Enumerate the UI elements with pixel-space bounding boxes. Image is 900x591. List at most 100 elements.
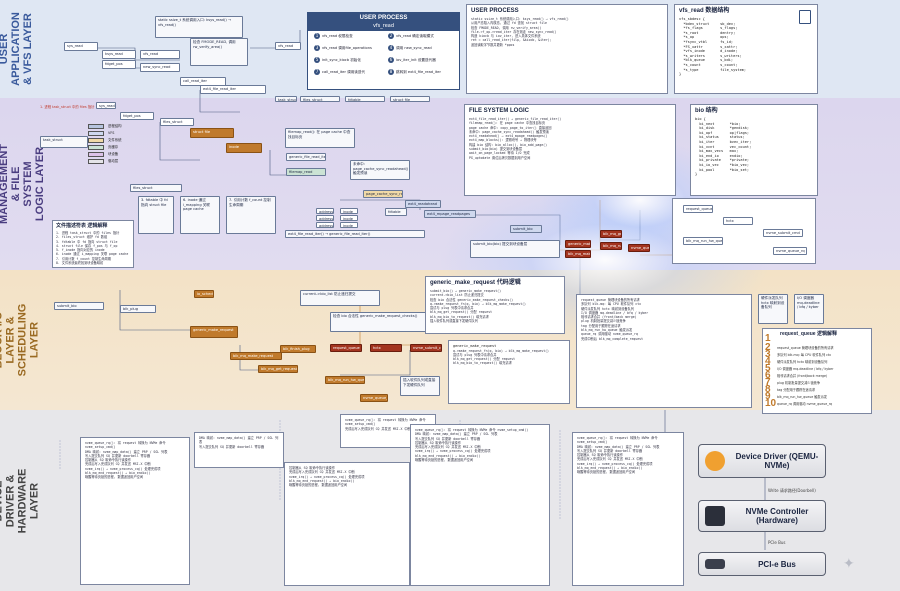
pcie-slot-icon: [705, 559, 725, 569]
note-box: filemap_read(): 在 page cache 中查找目标页: [285, 128, 355, 148]
logic-line: filemap_read(): 在 page cache 中查找目标页: [469, 121, 546, 126]
flow-node: inode: [340, 208, 358, 214]
dev-line: 控制器从 SQ 取命令执行读操作: [577, 453, 623, 458]
flow-node: submit_bio: [54, 302, 104, 310]
code-line: bi_vcnt vec_count;: [695, 144, 752, 149]
queue-line: 多队列 blk-mq: 每 CPU 软件队列 ctx: [581, 302, 642, 307]
legend-swatch: [88, 159, 104, 164]
gsr-line: submit_bio() → generic_make_request(): [430, 289, 502, 293]
panel-title: request_queue 逻辑解释: [780, 331, 837, 337]
queue-line: 相邻请求合并 (front/back merge): [581, 315, 637, 320]
dev-line: 完成后写入完成队列 CQ 并发送 MSI-X 中断: [415, 445, 481, 450]
generic-make-request-panel: generic_make_request 代码逻辑 submit_bio() →…: [425, 276, 565, 334]
desc-line: 3. fdtable 中 fd 指向 struct file: [56, 239, 118, 244]
qemu-icon: [705, 451, 725, 471]
dev-line: 唤醒等待页锁的进程, 数据返回用户空间: [577, 470, 636, 475]
dev-line: nvme_queue_rq(): 将 request 转换为 NVMe 命令 n…: [345, 418, 428, 427]
flow-node: blk_mq_run_hw_queue: [325, 376, 365, 384]
queue-line: tag 分配用于跟踪在途请求: [581, 323, 621, 328]
legend-label: 页缓存: [108, 145, 119, 149]
dev-line: 唤醒等待页锁的进程, 数据返回用户空间: [289, 483, 348, 488]
dev-line: nvme_irq() → nvme_process_cq() 处理完成项: [85, 466, 161, 471]
queue-line: queue_rq 调用驱动 nvme_queue_rq: [581, 332, 638, 337]
desc-line: 4. struct file 保存 f_pos 与 f_op: [56, 243, 118, 248]
panel-title: FILE SYSTEM LOGIC: [469, 108, 530, 114]
pcie-bus-box: PCI-e Bus: [698, 552, 826, 576]
flow-node: inode: [226, 143, 262, 153]
flow-node: blk_mq_make_request: [230, 352, 282, 360]
logic-line: submit_bio(bio) 提交到块设备层: [469, 147, 523, 152]
code-line: bi_private *private;: [695, 158, 750, 163]
queue-line: blk_mq_run_hw_queue 触发派发: [581, 328, 633, 333]
flow-node: blk_mq_make_request: [565, 250, 591, 258]
flow-node: hctx: [370, 344, 402, 352]
flow-node: new_sync_read: [140, 63, 180, 72]
dev-line: blk_mq_end_request() → bio_endio(): [289, 478, 355, 483]
driver-notes-panel: nvme_queue_rq(): 将 request 转换为 NVMe 命令 n…: [572, 432, 684, 586]
desc-line: 6. inode 通过 i_mapping 关联 page cache: [56, 252, 129, 257]
note-box: submit_bio(bio) 提交到块设备层: [470, 240, 560, 258]
flow-node: ext4_readahead: [405, 200, 441, 208]
logic-line: wait_on_page_locked 等待 I/O 完成: [469, 151, 530, 156]
flow-node: generic_make_request: [190, 326, 238, 338]
queue-line: plug 机制批量提交减少锁竞争: [581, 319, 626, 324]
note-box: 插入软件队列或直接下发硬件队列: [400, 376, 440, 396]
note-box: 7. 引用计数 f_count 控制生命周期: [226, 196, 276, 234]
flow-node: blk_mq_run_hw_queue: [683, 237, 723, 245]
flow-node: vfs_read: [140, 50, 180, 59]
code-line: }: [679, 72, 682, 77]
dev-line: 控制器从 SQ 取命令执行读操作: [85, 458, 131, 463]
legend-swatch: [88, 138, 104, 143]
flow-node: fdget_pos: [120, 112, 154, 120]
note-box: current->bio_list 防止递归提交: [300, 290, 380, 306]
bus-label: Write 请求路径(Doorbell): [768, 488, 816, 493]
code-line: *s_root dentry;: [679, 30, 736, 35]
dev-line: nvme_queue_rq(): 将 request 转换为 NVMe 命令 n…: [85, 441, 168, 450]
code-line: *FS_xattr s_xattr;: [679, 44, 738, 49]
desc-line: 2. files_struct 维护 fd 数组: [56, 235, 108, 240]
blk-mq-notes-panel: request_queue 管理块设备的所有请求 多队列 blk-mq: 每 C…: [576, 294, 752, 408]
code-line: bi_end_io endio;: [695, 153, 743, 158]
gsr-line: 尝试与 plug 列表中请求合并: [430, 306, 474, 311]
flow-node: struct file: [190, 128, 234, 138]
driver-notes-panel: nvme_queue_rq(): 将 request 转换为 NVMe 命令 n…: [80, 437, 190, 585]
note-line: 检查 FMODE_READ, 调用 rw_verify_area(): [471, 25, 542, 30]
flow-node: filemap_read: [286, 168, 326, 176]
flow-node: fdtable: [345, 96, 385, 102]
dev-line: 写入提交队列 SQ 并更新 doorbell 寄存器: [577, 448, 643, 453]
dev-line: 控制器从 SQ 取命令执行读操作: [289, 466, 335, 470]
bus-label: PCIe Bus: [768, 540, 786, 545]
legend-swatch: [88, 145, 104, 150]
request-queue-panel: request_queue 逻辑解释: [762, 328, 872, 414]
logic-line: page cache 命中: copy_page_to_iter() 直接返回: [469, 125, 552, 130]
chip-icon: [705, 506, 725, 526]
code-line: bio {: [695, 117, 706, 121]
flow-node: request_queue: [683, 205, 713, 213]
flow-node: page_cache_sync_ra: [363, 190, 403, 198]
code-line: blk_mq_bio_to_request() 填充请求: [453, 361, 512, 366]
code-line: bi_max_vecs max;: [695, 149, 739, 154]
dev-line: 唤醒等待页锁的进程, 数据返回用户空间: [85, 475, 144, 480]
legend-swatch: [88, 131, 104, 136]
code-line: *s_count s_count;: [679, 62, 738, 67]
user-process-title: USER PROCESS: [308, 13, 459, 23]
flow-node: fdtable: [385, 208, 407, 216]
code-line: bi_io_vec *bio_vec;: [695, 162, 750, 167]
note-line: file->f_op->read_iter 存在则走 new_sync_read…: [471, 29, 557, 34]
dev-line: 控制器从 SQ 取命令执行读操作: [415, 440, 461, 445]
note-line: ret = call_read_iter(filp, &kiocb, &iter…: [471, 38, 552, 43]
dev-line: nvme_irq() → nvme_process_cq() 处理完成项: [415, 449, 491, 454]
panel-title: generic_make_request 代码逻辑: [430, 280, 521, 286]
desc-line: 5. f_inode 指向对应的 inode: [56, 248, 105, 253]
legend-swatch: [88, 152, 104, 157]
nvme-controller-label: NVMe Controller (Hardware): [745, 507, 809, 525]
device-driver-label: Device Driver (QEMU-NVMe): [735, 452, 819, 470]
note-line: ext4_file_read_iter() → generic_file_rea…: [285, 230, 425, 238]
panel-title: 文件描述符表 逻辑解释: [56, 223, 108, 229]
legend-label: 文件系统: [108, 138, 122, 142]
